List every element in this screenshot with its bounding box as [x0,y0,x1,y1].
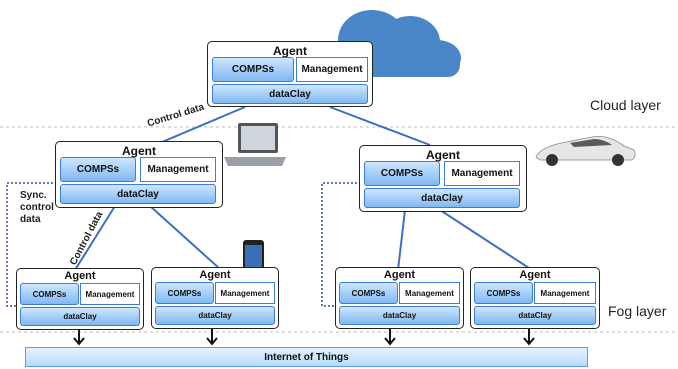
management-box: Management [534,282,596,304]
management-box: Management [215,282,275,304]
cloud-layer-label: Cloud layer [590,97,661,113]
car-icon [535,136,636,166]
iot-arrows [73,327,535,346]
agent-fog-right: Agent COMPSs Management dataClay [359,145,527,212]
management-box: Management [80,283,140,305]
agent-title: Agent [273,44,307,58]
management-box: Management [140,157,216,182]
dataclay-box: dataClay [339,306,460,325]
compss-box: COMPSs [60,157,136,182]
management-box: Management [399,282,460,304]
sync-control-data-label: Sync. control data [20,190,54,225]
agent-title: Agent [383,269,416,281]
compss-box: COMPSs [155,282,214,304]
agent-edge-2: Agent COMPSs Management dataClay [151,267,279,329]
agent-edge-1: Agent COMPSs Management dataClay [16,268,144,330]
dataclay-box: dataClay [212,84,368,104]
agent-title: Agent [519,269,551,281]
agent-title: Agent [426,148,460,162]
agent-title: Agent [199,269,231,281]
compss-box: COMPSs [339,282,398,304]
agent-fog-left: Agent COMPSs Management dataClay [55,141,223,208]
management-box: Management [444,161,520,186]
agent-title: Agent [64,270,96,282]
connections [74,106,533,271]
internet-of-things-bar: Internet of Things [25,347,588,367]
dataclay-box: dataClay [364,188,520,208]
dataclay-box: dataClay [474,306,596,325]
agent-edge-4: Agent COMPSs Management dataClay [470,267,600,329]
compss-box: COMPSs [212,57,294,82]
agent-edge-3: Agent COMPSs Management dataClay [335,267,464,329]
dataclay-box: dataClay [20,307,140,326]
management-box: Management [296,57,368,82]
dataclay-box: dataClay [60,184,216,204]
agent-title: Agent [122,144,156,158]
laptop-icon [224,123,286,166]
fog-layer-label: Fog layer [608,303,667,319]
sync-lines [6,182,361,307]
agent-cloud: Agent COMPSs Management dataClay [207,41,373,107]
dataclay-box: dataClay [155,306,275,325]
compss-box: COMPSs [364,161,440,186]
compss-box: COMPSs [474,282,533,304]
compss-box: COMPSs [20,283,79,305]
